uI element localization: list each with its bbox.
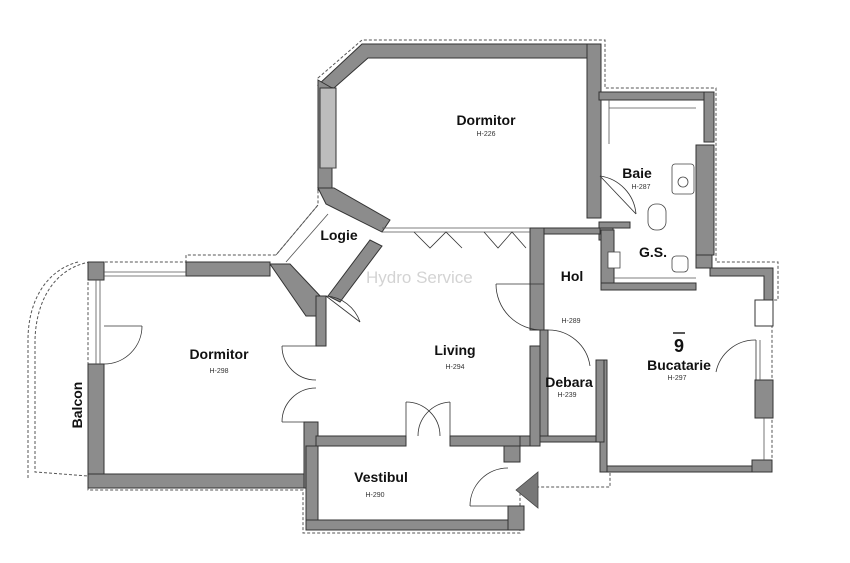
room-height-baie: H-287: [631, 184, 650, 191]
room-labels: Dormitor H-226 Baie H-287 Logie G.S. Hol…: [69, 112, 711, 499]
room-marker-number: 9: [674, 336, 684, 356]
room-name-gs: G.S.: [639, 244, 667, 260]
entrance-arrow-icon: [515, 471, 539, 509]
room-name-vestibul: Vestibul: [354, 469, 408, 485]
window-lines: [95, 100, 765, 460]
room-height-living: H-294: [445, 364, 464, 371]
room-name-baie: Baie: [622, 165, 652, 181]
room-name-debara: Debara: [545, 374, 593, 390]
room-name-living: Living: [434, 342, 475, 358]
room-name-balcon: Balcon: [69, 382, 85, 429]
room-name-dormitor-lower: Dormitor: [189, 346, 249, 362]
room-height-hol: H-289: [561, 318, 580, 325]
room-height-vestibul: H-290: [365, 492, 384, 499]
room-name-hol: Hol: [561, 268, 584, 284]
watermark: Hydro Service: [366, 268, 473, 287]
room-height-bucatarie: H-297: [667, 375, 686, 382]
room-height-debara: H-239: [557, 392, 576, 399]
room-name-bucatarie: Bucatarie: [647, 357, 711, 373]
room-name-logie: Logie: [320, 227, 358, 243]
room-height-dormitor-lower: H-298: [209, 368, 228, 375]
outer-perimeter: [27, 39, 779, 534]
room-height-dormitor-upper: H-226: [476, 131, 495, 138]
room-name-dormitor-upper: Dormitor: [456, 112, 516, 128]
walls: [87, 43, 774, 531]
door-swings: [103, 175, 757, 507]
bathroom-fixtures: [607, 163, 696, 279]
